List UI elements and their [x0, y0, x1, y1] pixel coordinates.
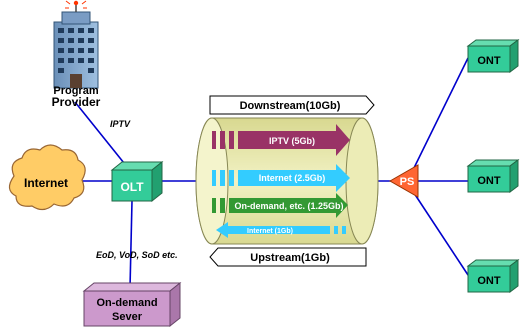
- provider-label-line2: Provider: [52, 95, 101, 109]
- stream-iptv: IPTV (5Gb): [212, 124, 350, 156]
- upstream-banner: Upstream(1Gb): [209, 247, 367, 267]
- ps-splitter: PS: [388, 164, 419, 198]
- upstream-label: Upstream(1Gb): [250, 252, 330, 264]
- ont-label-3: ONT: [477, 275, 501, 287]
- stream-ondemand-label: On-demand, etc. (1.25Gb): [234, 201, 343, 211]
- cloud-icon: [8, 144, 86, 211]
- stream-iptv-label: IPTV (5Gb): [269, 136, 315, 146]
- downstream-banner: Downstream(10Gb): [209, 95, 375, 115]
- program-provider: Program Provider: [52, 0, 101, 109]
- stream-internet-up-label: Internet (1Gb): [247, 228, 293, 235]
- ont-label-1: ONT: [477, 55, 501, 67]
- olt-node: OLT: [110, 160, 164, 203]
- internet-label: Internet: [24, 176, 68, 190]
- ont-label-2: ONT: [477, 175, 501, 187]
- ont-node-2: ONT: [466, 159, 520, 193]
- stream-internet-down-label: Internet (2.5Gb): [259, 173, 326, 183]
- downstream-label: Downstream(10Gb): [240, 100, 341, 112]
- ps-label: PS: [400, 176, 415, 188]
- internet-cloud: Internet: [8, 144, 86, 211]
- ondemand-label-line2: Sever: [112, 311, 143, 323]
- ondemand-label-line1: On-demand: [96, 297, 157, 309]
- provider-label-line1: Program: [53, 85, 98, 97]
- ondemand-server: On-demand Sever: [82, 281, 182, 328]
- olt-label: OLT: [120, 180, 144, 194]
- services-label: EoD, VoD, SoD etc.: [96, 250, 178, 260]
- stream-internet-up: Internet (1Gb): [216, 222, 346, 238]
- stream-ondemand: On-demand, etc. (1.25Gb): [212, 193, 348, 218]
- ont-node-3: ONT: [466, 259, 520, 293]
- ont-node-1: ONT: [466, 39, 520, 73]
- iptv-link-label: IPTV: [110, 119, 131, 129]
- stream-internet-down: Internet (2.5Gb): [212, 164, 350, 192]
- building-icon: [53, 0, 99, 89]
